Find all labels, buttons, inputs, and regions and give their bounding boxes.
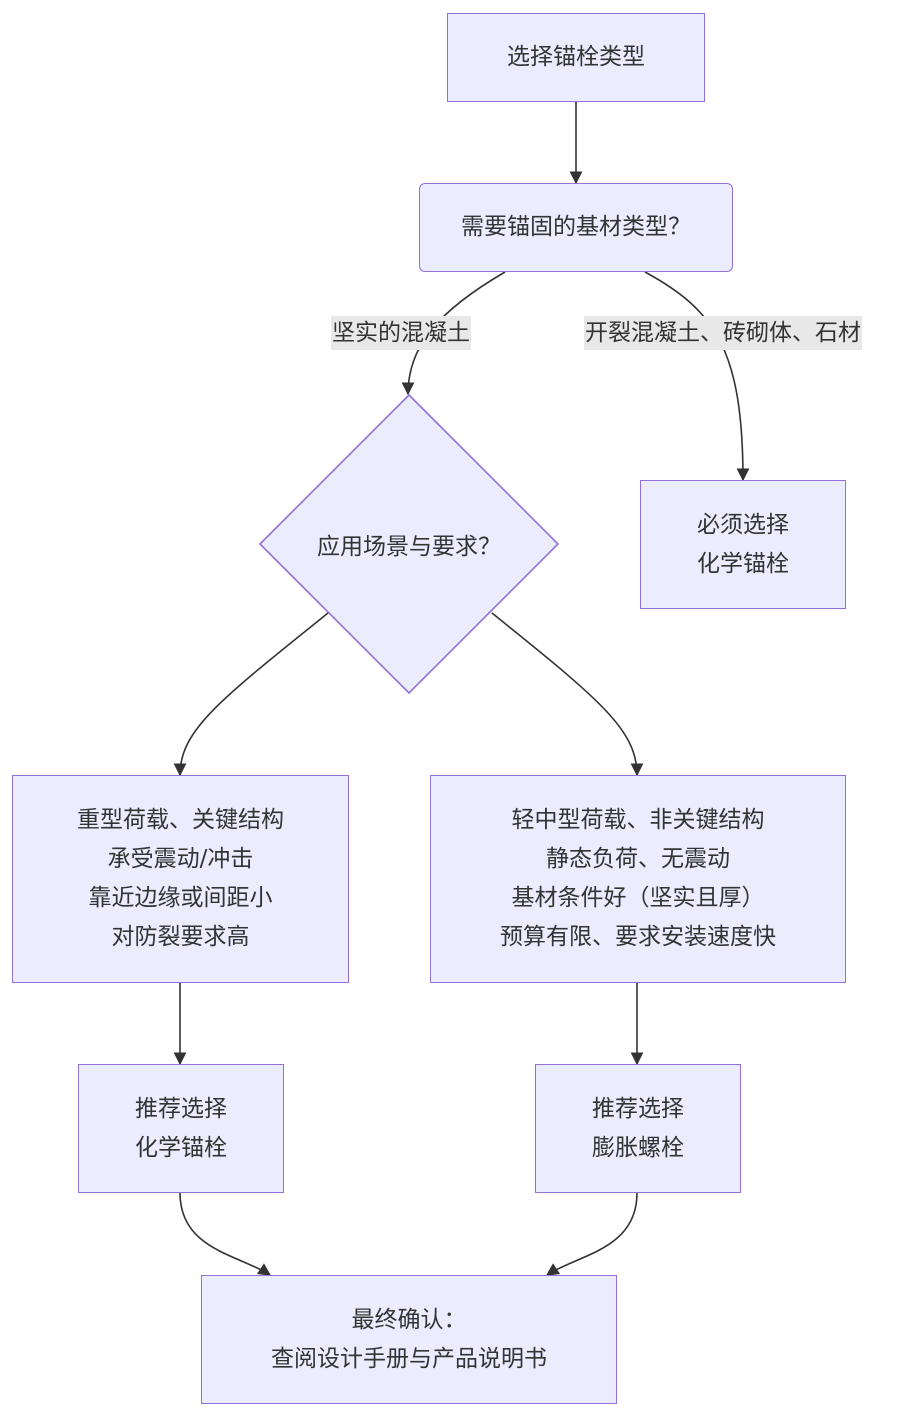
node-recommend-expansion-bolt: 推荐选择 膨胀螺栓 xyxy=(535,1064,741,1193)
edge-scene-to-light xyxy=(491,612,644,777)
edge-rec-exp-to-final xyxy=(545,1192,638,1276)
node-heavy-conditions: 重型荷载、关键结构 承受震动/冲击 靠近边缘或间距小 对防裂要求高 xyxy=(12,775,349,983)
node-final-confirmation: 最终确认： 查阅设计手册与产品说明书 xyxy=(201,1275,617,1404)
node-recommend-expansion-line-1: 推荐选择 xyxy=(592,1095,684,1122)
node-start: 选择锚栓类型 xyxy=(447,13,705,102)
node-must-chemical-anchor: 必须选择 化学锚栓 xyxy=(640,480,846,609)
node-recommend-chemical-line-1: 推荐选择 xyxy=(135,1095,227,1122)
node-heavy-line-2: 承受震动/冲击 xyxy=(107,846,254,872)
node-start-text: 选择锚栓类型 xyxy=(507,44,645,70)
node-base-type-question: 需要锚固的基材类型？ xyxy=(419,183,733,272)
edge-scene-to-heavy xyxy=(173,612,329,777)
edge-base-to-must-chem xyxy=(644,271,750,482)
node-base-type-question-text: 需要锚固的基材类型？ xyxy=(461,214,691,240)
node-recommend-expansion-line-2: 膨胀螺栓 xyxy=(592,1134,684,1161)
node-light-line-4: 预算有限、要求安装速度快 xyxy=(500,924,776,950)
node-final-line-1: 最终确认： xyxy=(351,1306,467,1333)
node-heavy-line-4: 对防裂要求高 xyxy=(111,924,250,950)
node-heavy-line-3: 靠近边缘或间距小 xyxy=(88,885,273,911)
node-must-chemical-line-1: 必须选择 xyxy=(697,511,789,538)
node-light-line-2: 静态负荷、无震动 xyxy=(546,846,730,872)
node-must-chemical-line-2: 化学锚栓 xyxy=(697,550,789,577)
node-light-conditions: 轻中型荷载、非关键结构 静态负荷、无震动 基材条件好（坚实且厚） 预算有限、要求… xyxy=(430,775,846,983)
node-recommend-chemical-anchor: 推荐选择 化学锚栓 xyxy=(78,1064,284,1193)
edge-label-solid-concrete: 坚实的混凝土 xyxy=(331,316,471,350)
edge-rec-chem-to-final xyxy=(179,1192,272,1276)
node-light-line-1: 轻中型荷载、非关键结构 xyxy=(511,807,765,833)
edge-label-cracked: 开裂混凝土、砖砌体、石材 xyxy=(584,316,862,350)
scene-decision-diamond xyxy=(258,393,560,695)
node-recommend-chemical-line-2: 化学锚栓 xyxy=(135,1134,227,1161)
node-light-line-3: 基材条件好（坚实且厚） xyxy=(511,885,765,911)
node-scene-question-text: 应用场景与要求？ xyxy=(317,534,501,560)
node-heavy-line-1: 重型荷载、关键结构 xyxy=(77,807,284,833)
node-final-line-2: 查阅设计手册与产品说明书 xyxy=(271,1345,547,1372)
